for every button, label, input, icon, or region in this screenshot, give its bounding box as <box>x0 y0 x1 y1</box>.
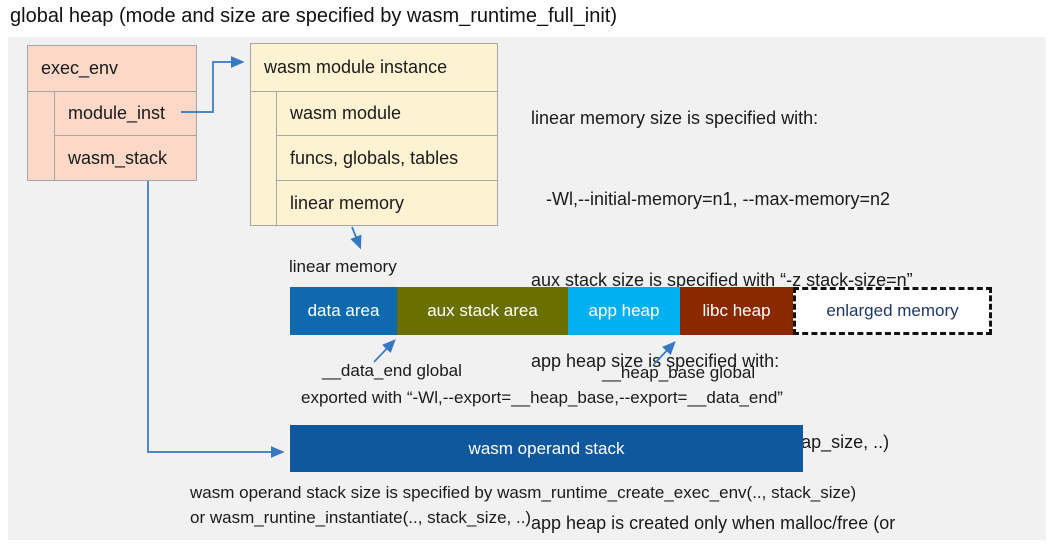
exec-env-header: exec_env <box>28 46 196 92</box>
operand-stack-caption-line2: or wasm_runtine_instantiate(.., stack_si… <box>190 508 532 527</box>
exec-env-row-wasm-stack: wasm_stack <box>54 136 196 181</box>
page-title: global heap (mode and size are specified… <box>10 5 617 27</box>
instance-row-funcs-globals-tables: funcs, globals, tables <box>276 136 497 181</box>
operand-stack-caption-line1: wasm operand stack size is specified by … <box>190 483 857 502</box>
note-line: linear memory size is specified with: <box>531 108 819 128</box>
wasm-operand-stack-box: wasm operand stack <box>290 425 803 472</box>
instance-row-wasm-module: wasm module <box>276 91 497 136</box>
note-line: -Wl,--initial-memory=n1, --max-memory=n2 <box>531 189 891 209</box>
segment-data-area: data area <box>290 287 397 335</box>
segment-enlarged-memory: enlarged memory <box>793 287 992 335</box>
segment-libc-heap: libc heap <box>680 287 793 335</box>
exec-env-box: exec_env module_inst wasm_stack <box>27 45 197 181</box>
segment-aux-stack-area: aux stack area <box>397 287 568 335</box>
wasm-module-instance-header: wasm module instance <box>251 44 497 92</box>
note-line: app heap size is specified with: <box>531 351 780 371</box>
data-end-global-label: __data_end global <box>322 361 462 380</box>
note-line: app heap is created only when malloc/fre… <box>531 513 896 533</box>
exported-flags-label: exported with “-Wl,--export=__heap_base,… <box>301 388 783 407</box>
wasm-module-instance-box: wasm module instance wasm module funcs, … <box>250 43 498 226</box>
exec-env-row-module-inst: module_inst <box>54 91 196 136</box>
heap-base-global-label: __heap_base global <box>602 363 756 382</box>
instance-row-linear-memory: linear memory <box>276 181 497 226</box>
wasm-operand-stack-label: wasm operand stack <box>468 438 625 458</box>
segment-app-heap: app heap <box>568 287 680 335</box>
linear-memory-label: linear memory <box>289 257 397 276</box>
note-line: aux stack size is specified with “-z sta… <box>531 270 913 290</box>
